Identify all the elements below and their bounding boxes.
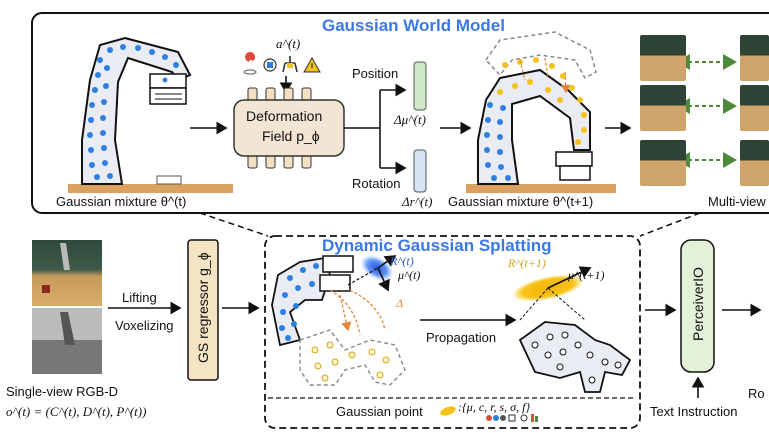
rotation-label: Rotation xyxy=(352,176,401,191)
multiview-thumb-5 xyxy=(740,85,769,131)
gs-regressor-label: GS regressor g_ϕ xyxy=(195,252,211,363)
multiview-arrows xyxy=(676,54,737,168)
deformation-line2: Field p_ϕ xyxy=(262,128,320,144)
robot-arm-t1 xyxy=(466,31,616,193)
perceiverio-box xyxy=(680,239,715,373)
ro-label: Ro xyxy=(748,386,765,401)
text-instruction-label: Text Instruction xyxy=(650,404,738,419)
rgbd-images xyxy=(32,240,102,374)
rotation-bar xyxy=(413,149,427,193)
deformation-line1: Deformation xyxy=(246,108,323,124)
splatting-title: Dynamic Gaussian Splatting xyxy=(322,236,552,255)
mixture-t1-label: Gaussian mixture θ^(t+1) xyxy=(448,194,594,209)
multiview-thumb-6 xyxy=(740,140,769,186)
perceiverio-label: PerceiverIO xyxy=(690,267,706,341)
deformation-field-block xyxy=(233,87,345,169)
delta-mu-label: Δμ^(t) xyxy=(394,112,426,127)
mu-t1-label: μ^(t+1) xyxy=(568,268,605,282)
multiview-thumb-4 xyxy=(740,35,769,81)
splatting-arm-t xyxy=(271,255,406,386)
position-label: Position xyxy=(352,66,399,81)
r-t1-label: R^(t+1) xyxy=(508,256,546,270)
mixture-t-label: Gaussian mixture θ^(t) xyxy=(56,194,187,209)
gaussian-params-label: :{μ, c, r, s, σ, f} xyxy=(458,400,531,414)
action-icons xyxy=(243,52,321,75)
delta-r-label: Δr^(t) xyxy=(402,194,433,209)
multiview-thumb-1 xyxy=(640,35,686,81)
lifting-label: Lifting xyxy=(122,290,157,305)
param-icons xyxy=(486,414,538,422)
rgbd-label: Single-view RGB-D xyxy=(6,384,118,399)
splatting-panel xyxy=(264,235,641,429)
obs-label: o^(t) = (C^(t), D^(t), P^(t)) xyxy=(6,404,147,419)
gaussian-point-label: Gaussian point xyxy=(336,404,423,419)
propagation-label: Propagation xyxy=(426,330,497,345)
action-label: a^(t) xyxy=(276,36,301,51)
robot-arm-t xyxy=(68,36,233,193)
gs-regressor-box xyxy=(187,239,219,381)
world-model-title: Gaussian World Model xyxy=(322,16,505,35)
position-bar xyxy=(413,61,427,111)
voxelizing-label: Voxelizing xyxy=(115,318,174,333)
splatting-arm-t1 xyxy=(518,321,632,393)
multiview-thumb-3 xyxy=(640,140,686,186)
multiview-thumb-2 xyxy=(640,85,686,131)
r-t-label: R^(t) xyxy=(390,254,414,268)
delta-label: Δ xyxy=(396,296,404,310)
world-model-panel xyxy=(31,12,769,214)
gaussian-point-icon xyxy=(440,406,456,416)
mu-t-label: μ^(t) xyxy=(398,268,421,282)
multiview-label: Multi-view xyxy=(708,194,766,209)
